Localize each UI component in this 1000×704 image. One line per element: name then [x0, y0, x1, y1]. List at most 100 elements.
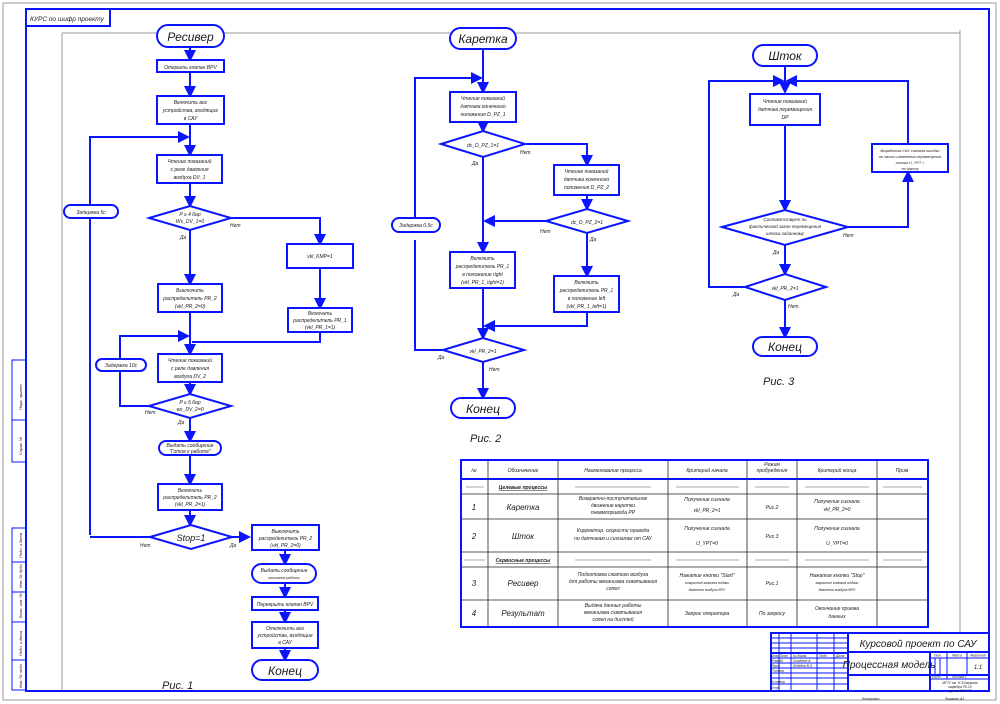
org-line: МГТУ им. Н.Э.Баумана: [942, 681, 977, 685]
fig1-kmp-text: vkl_KMP=1: [307, 254, 333, 260]
fig1-enable-devices-text: устройства, входящие: [162, 107, 218, 114]
role-label: Пров.: [772, 664, 781, 668]
fig1-pressure-decision-1: [145, 204, 235, 232]
fig2-enable-right-text: распределитель PR_1: [455, 264, 510, 270]
fig3-correct-text: по закону: [902, 167, 920, 171]
fig3-read-dp-text: датчика перемещения: [758, 107, 812, 113]
fig1-open-valve-text: Открыть клапан BPV: [164, 65, 217, 71]
fig1-cond2-text: ws_DV_2=0: [176, 407, 203, 413]
table-cell-process: Корректир. скорости привода: [577, 528, 649, 534]
scale-value: 1:1: [974, 665, 982, 671]
fig3-cond-pr2-text: vkl_PR_2=1: [771, 286, 798, 292]
fig3-correct-text: штока U_YPT =: [896, 161, 926, 165]
fig3-yes-label: Да: [772, 250, 780, 256]
table-cell-end: vkl_PR_2=0: [823, 507, 850, 513]
fig3-no-label: Нет: [788, 304, 799, 310]
fig1-disable-devices-text: устройства, входящие: [256, 632, 312, 639]
table-cell-num: 3: [472, 579, 477, 588]
fig3-match-decision: [718, 208, 852, 247]
flowchart-rod: Шток Чтение показаний датчика перемещени…: [708, 44, 949, 388]
fig3-correct-box: [871, 143, 949, 173]
mass-header: Масса: [952, 654, 962, 658]
fig2-enable-right-box: [449, 251, 516, 289]
fig2-start-terminal: [449, 27, 517, 50]
table-cell-process: сопел на дисплей: [593, 616, 634, 623]
fig3-yes-label: Да: [732, 292, 740, 298]
fig2-read-pz2-text: положения D_PZ_2: [564, 185, 609, 191]
fig1-close-valve-text: Перекрыть клапан BPV: [257, 602, 314, 608]
fig1-open-valve-box: [156, 59, 225, 73]
table-header: Режим пробуждения: [756, 462, 788, 474]
fig3-start-label: Шток: [768, 49, 803, 63]
fig2-pr2-decision: [439, 336, 528, 364]
person-name: Лебедев В.Л.: [792, 664, 813, 668]
fig2-caption: Рис. 2: [470, 433, 501, 445]
table-cell-process: сопел: [606, 586, 620, 592]
fig1-disable-pr2-text: (vkl_PR_2=0): [175, 304, 206, 310]
table-cell-num: 2: [471, 532, 477, 541]
fig2-enable-left-text: (vkl_PR_1_left=1): [567, 304, 607, 310]
fig1-delay10-text: Задержка 10с: [105, 363, 138, 369]
fig1-disable-pr2-text: распределитель PR_2: [162, 296, 217, 302]
fig1-no-label: Нет: [145, 410, 156, 416]
side-stamp-label: Инв. № подл.: [18, 663, 23, 688]
table-cell-process: движение каретки: [591, 503, 635, 509]
fig1-delay5-text: Задержка 5с: [76, 210, 106, 216]
copied-label: Копировал: [862, 697, 879, 701]
table-row: 2 Шток Корректир. скорости привода по да…: [471, 526, 860, 547]
fig2-read-pz1-text: положения D_PZ_1: [460, 112, 505, 118]
fig2-read-pz2-text: Чтение показаний: [565, 168, 609, 175]
fig2-start-label: Каретка: [458, 32, 508, 46]
side-stamp-label: Подп. и дата: [18, 532, 23, 558]
fig1-disable-pr2-text: Выключить: [176, 288, 204, 294]
table-cell-end: давления воздуха BPV: [819, 588, 856, 592]
table-cell-end: Получение сигнала: [814, 499, 860, 505]
fig1-disable-pr2b-box: [251, 524, 320, 551]
fig1-ready-message-text: Выдать сообщение: [167, 443, 214, 449]
table-cell-end: Получение сигнала: [814, 526, 860, 532]
corner-stamp: КУРС по шифр проекту: [25, 8, 111, 27]
fig1-enable-devices-box: [156, 95, 225, 125]
fig1-end-label: Конец: [268, 664, 302, 678]
role-label: Разраб.: [772, 659, 784, 663]
fig3-no-label: Нет: [843, 233, 854, 239]
fig2-yes-label: Да: [437, 355, 445, 361]
process-table: № Обозначение Наименование процесса Крит…: [460, 459, 929, 628]
fig2-enable-right-text: (vkl_PR_1_right=1): [461, 280, 504, 286]
table-header: Критерий конца: [818, 467, 857, 474]
fig1-no-label: Нет: [140, 543, 151, 549]
fig3-cond-match-text: штока заданному: [766, 231, 805, 236]
drawing-name: Процессная модель: [843, 660, 936, 671]
fig1-enable-pr2-text: распределитель PR_2: [162, 495, 217, 501]
fig2-no-label: Нет: [540, 229, 551, 235]
table-cell-name: Результат: [501, 609, 545, 618]
format-label: Формат А3: [945, 697, 964, 701]
fig2-read-pz1-box: [449, 91, 517, 123]
fig3-cond-match-text: фактический закон перемещения: [749, 223, 822, 229]
fig2-enable-right-text: в положение right: [462, 272, 503, 278]
fig2-delay-terminal: [391, 217, 441, 233]
fig1-start-label: Ресивер: [167, 30, 214, 44]
table-cell-start: давления воздуха BPV: [689, 588, 726, 592]
fig1-enable-devices-text: Включить все: [174, 100, 208, 106]
fig1-enable-pr1-text: распределитель PR_1: [292, 318, 347, 324]
project-title: Курсовой проект по САУ: [860, 639, 978, 650]
table-cell-name: Шток: [512, 532, 535, 541]
fig3-caption: Рис. 3: [763, 376, 795, 388]
fig1-delay10-terminal: [95, 358, 147, 372]
table-cell-process: пневмопривода PP: [591, 510, 636, 516]
table-cell-process: для работы механизма схватывания: [569, 579, 657, 585]
side-stamp-label: Инв. № дубл.: [18, 563, 23, 588]
table-cell-num: 1: [472, 503, 476, 512]
fig1-disable-devices-text: Отключить все: [266, 626, 304, 632]
fig2-yes-label: Да: [471, 161, 479, 167]
fig2-end-terminal: [450, 397, 516, 419]
table-cell-mode: По запросу: [759, 611, 786, 617]
table-group-row: Сервисные процессы: [464, 558, 922, 564]
table-cell-end: Окончание приема: [815, 606, 859, 612]
table-row: 4 Результат Выдача данных работы механиз…: [472, 603, 859, 623]
role-label: Т.контр.: [772, 669, 785, 673]
fig1-end-message-text: окончания работы: [268, 576, 300, 580]
corner-stamp-text: КУРС по шифр проекту: [30, 16, 105, 23]
table-header: №: [471, 468, 477, 474]
